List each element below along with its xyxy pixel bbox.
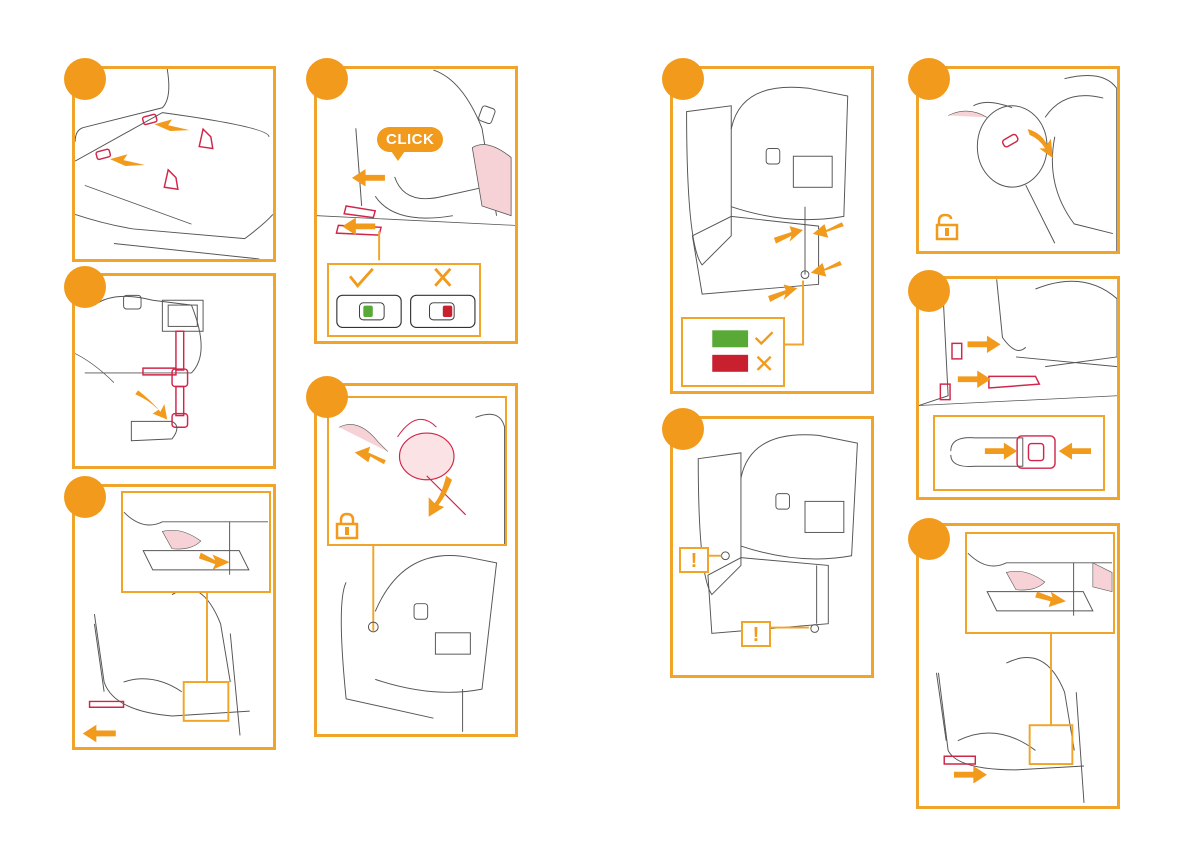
green-ok-swatch <box>712 330 748 347</box>
panel-support-leg-extend <box>72 273 276 469</box>
arrow-left-icon <box>155 119 190 131</box>
arrow-right-icon <box>1035 592 1066 607</box>
arrow-right-icon <box>985 443 1017 460</box>
step-badge-5 <box>306 376 348 418</box>
arrow-left-icon <box>352 169 385 186</box>
arrow-right-icon <box>774 226 803 243</box>
lock-closed-icon <box>335 512 359 540</box>
retract-detail-inset <box>933 415 1105 491</box>
indicator-comparison-inset <box>327 263 481 337</box>
warning-box-isofix: ! <box>679 547 709 573</box>
panel-indicator-check <box>670 66 874 394</box>
step-badge-4 <box>306 58 348 100</box>
cross-icon <box>758 357 771 370</box>
arrow-left-icon <box>813 222 844 238</box>
arrow-right-icon <box>958 371 991 388</box>
arrow-right-icon <box>199 553 230 570</box>
panel-release-isofix-arms <box>72 484 276 750</box>
arrow-right-icon <box>968 336 1001 353</box>
panel-isofix-click-connect: CLICK <box>314 66 518 344</box>
support-leg-illustration <box>75 276 273 466</box>
warning-box-support-leg: ! <box>741 621 771 647</box>
panel-unlock-rotate <box>916 66 1120 254</box>
panel-retract-isofix <box>916 276 1120 500</box>
panel-warning-check: ! ! <box>670 416 874 678</box>
arrow-left-icon <box>1059 443 1091 460</box>
indicator-legend-inset <box>681 317 785 387</box>
step-badge-10 <box>908 518 950 560</box>
arrow-left-icon <box>811 261 842 277</box>
step-badge-8 <box>908 58 950 100</box>
arrow-left-icon <box>110 154 145 166</box>
step-badge-7 <box>662 408 704 450</box>
red-not-ok-swatch <box>712 355 748 372</box>
arrow-down-icon <box>135 390 167 419</box>
arrow-right-icon <box>954 766 987 783</box>
rotate-arrow-icon <box>1028 129 1053 158</box>
cross-icon <box>435 269 450 286</box>
panel-seat-isofix-guides <box>72 66 276 262</box>
check-icon <box>350 269 373 286</box>
seat-guides-illustration <box>75 69 273 259</box>
release-detail-inset <box>121 491 271 593</box>
arrow-left-icon <box>342 218 375 235</box>
arrow-left-icon <box>83 725 116 742</box>
click-callout: CLICK <box>377 127 443 152</box>
step-badge-1 <box>64 58 106 100</box>
step-badge-3 <box>64 476 106 518</box>
panel-remove-seat <box>916 523 1120 809</box>
remove-detail-inset <box>965 532 1115 634</box>
arrow-left-icon <box>355 447 386 465</box>
step-badge-9 <box>908 270 950 312</box>
lock-open-icon <box>933 213 959 241</box>
panel-rotate-to-lock <box>314 383 518 737</box>
step-badge-2 <box>64 266 106 308</box>
check-icon <box>756 332 773 343</box>
step-badge-6 <box>662 58 704 100</box>
